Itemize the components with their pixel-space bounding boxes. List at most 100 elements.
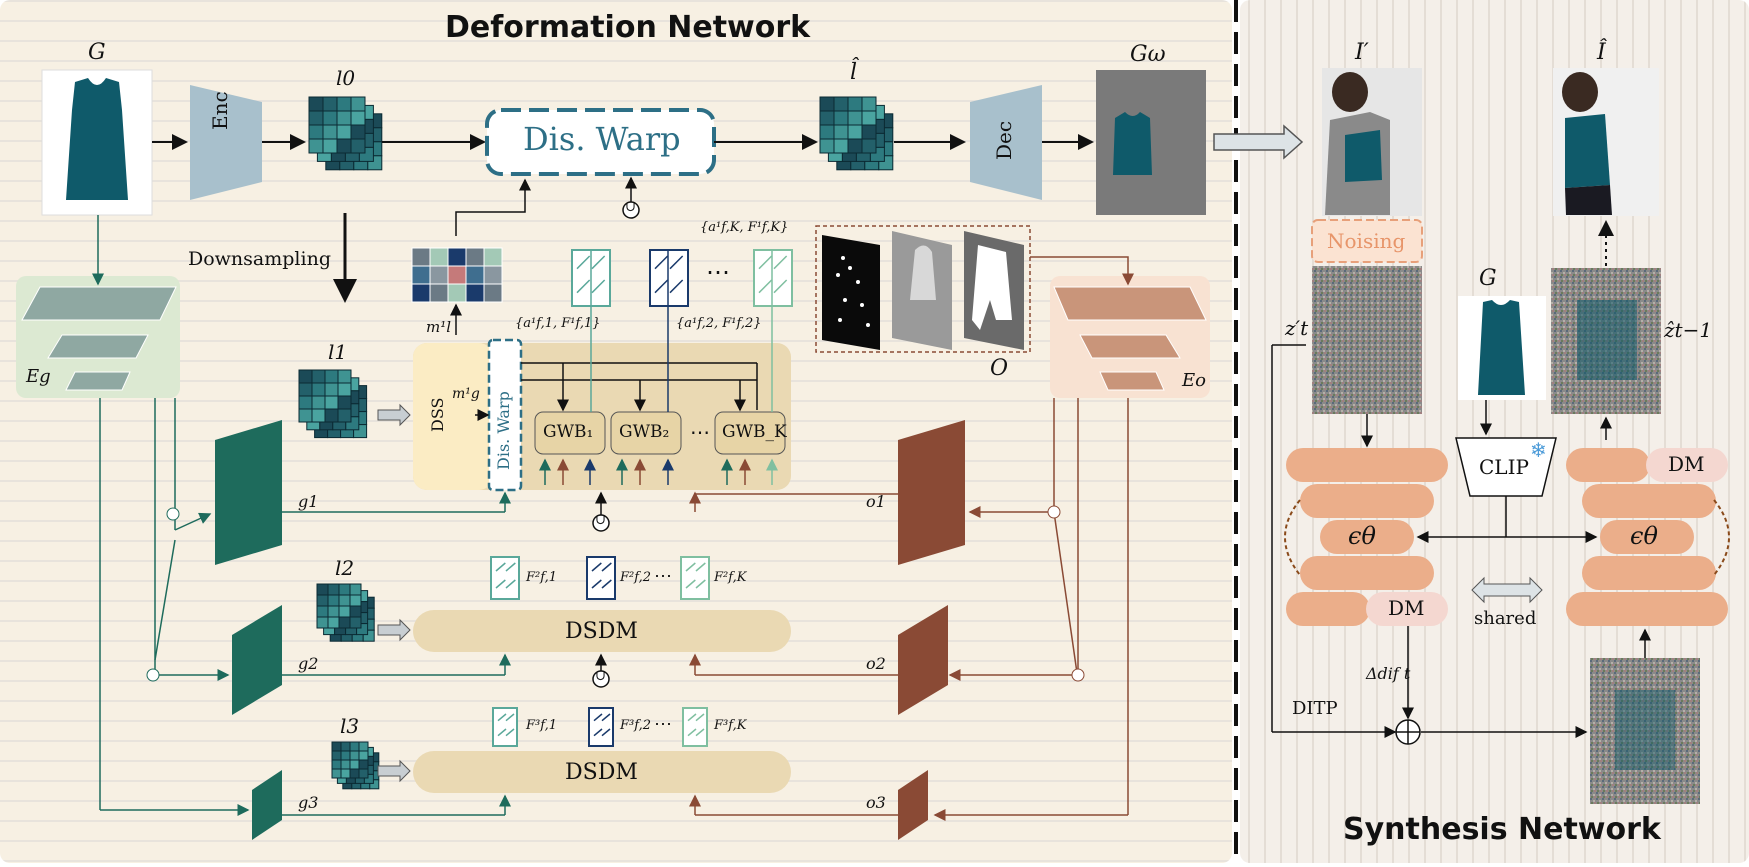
i-prime-label: I′: [1355, 40, 1369, 65]
delta-label: Δdif t: [1366, 664, 1411, 683]
g2-feature-slab: [232, 605, 282, 715]
gwb-block-2: [610, 411, 682, 455]
eps-label-left: ϵθ: [1348, 522, 1376, 550]
gwb-label-2: GWB₂: [619, 422, 670, 442]
mask-grid-ml: [411, 247, 503, 303]
shared-label: shared: [1474, 608, 1537, 629]
l3-label: l3: [340, 714, 360, 738]
unet-left: [1286, 448, 1448, 626]
eo-layer-1: [1053, 286, 1207, 321]
noisy-latent-zt: [1312, 266, 1422, 414]
eo-layer-2: [1079, 334, 1181, 359]
o1-label: o1: [866, 492, 886, 511]
o3-label: o3: [866, 793, 886, 812]
flow2-label-2: F²f,2: [620, 570, 651, 585]
ml-label: m¹l: [426, 318, 452, 336]
l0-label: l0: [336, 66, 356, 90]
lhat-feature-grid: [819, 96, 894, 171]
o1-feature-slab: [898, 420, 965, 565]
eg-layer-1: [21, 286, 177, 321]
set-label-1: {a¹f,1, F¹f,1}: [515, 316, 601, 331]
o3-feature-slab: [898, 770, 928, 840]
dsdm-label-1: DSDM: [565, 619, 638, 644]
downsampling-label: Downsampling: [188, 248, 331, 270]
pose-map: [822, 235, 880, 350]
noising-box: [1311, 219, 1423, 263]
warped-shirt: [1113, 112, 1152, 175]
o-add-node-1: [1047, 505, 1061, 519]
gwb-label-1: GWB₁: [543, 422, 594, 442]
condition-branch-wires: [933, 398, 1129, 821]
deformation-network-title: Deformation Network: [445, 10, 811, 45]
flow3-ellipsis: ⋯: [654, 714, 672, 735]
eg-label: Eg: [26, 366, 51, 387]
l2-label: l2: [335, 556, 355, 580]
g-add-node-1: [166, 507, 180, 521]
eg-layer-2: [47, 334, 149, 359]
union-symbol-low: ∪: [595, 669, 606, 684]
flow2-ellipsis: ⋯: [654, 566, 672, 587]
inner-warp-label: Dis. Warp: [494, 391, 513, 470]
l3-feature-grid: [331, 741, 380, 790]
g1-feature-slab: [215, 420, 282, 565]
gwb-label-k: GWB_K: [722, 422, 787, 442]
g-feature-arrows: [282, 491, 511, 816]
updated-noisy-latent: [1590, 658, 1700, 804]
o2-feature-slab: [898, 605, 948, 715]
dm-label-right: DM: [1668, 452, 1705, 476]
gwb-input-arrows: [539, 458, 778, 485]
dis-warp-label: Dis. Warp: [523, 120, 681, 158]
synthesis-g-label: G: [1479, 266, 1497, 291]
gwb-block-k: [714, 411, 786, 455]
gwb-wiring: [521, 250, 773, 412]
o2-label: o2: [866, 654, 886, 673]
o-label: O: [990, 356, 1009, 381]
clip-encoder: [1455, 437, 1557, 497]
decoder-block: [970, 85, 1042, 200]
noising-label: Noising: [1327, 229, 1406, 253]
garment-shirt: [66, 78, 128, 200]
garment-branch-wires: [99, 398, 250, 816]
l1-arrow: [377, 403, 411, 427]
zt-label: z′t: [1285, 316, 1309, 340]
ditp-path: [1271, 344, 1651, 738]
warped-garment-image: [1096, 70, 1206, 215]
unet-right: [1566, 448, 1728, 626]
l3-arrow: [377, 759, 411, 783]
flow1-ellipsis: ⋯: [706, 258, 730, 286]
pose-keypoints: [836, 256, 870, 327]
flow-boxes-level3: [492, 707, 708, 747]
shared-arrow: [1471, 576, 1543, 604]
union-symbol-top: ∪: [625, 200, 636, 215]
flow2-label-k: F²f,K: [714, 570, 747, 585]
set-label-2: {a¹f,2, F¹f,2}: [676, 316, 762, 331]
dm-badge-right: [1646, 448, 1728, 482]
clip-label: CLIP: [1479, 455, 1529, 479]
hollow-arrow: [1213, 124, 1304, 160]
set-label-k: {a¹f,K, F¹f,K}: [700, 220, 789, 235]
mg-label: m¹g: [452, 386, 480, 402]
clip-condition-arrows: [1416, 496, 1598, 543]
lhat-label: l̂: [850, 60, 858, 85]
encoder-block: [190, 85, 262, 200]
l1-feature-grid: [298, 369, 368, 439]
g2-label: g2: [298, 654, 319, 673]
g-omega-label: Gω: [1130, 42, 1166, 67]
eg-layer-3: [65, 371, 131, 391]
gwb-block-1: [534, 411, 606, 455]
encoder-label: Enc: [208, 91, 232, 130]
flow3-label-k: F³f,K: [714, 718, 747, 733]
l1-label: l1: [328, 340, 348, 364]
l2-arrow: [377, 618, 411, 642]
g-add-node-2: [146, 668, 160, 682]
dsdm-block-2: [413, 751, 791, 793]
dsdm-block-1: [413, 610, 791, 652]
flow-boxes-level2: [490, 556, 710, 600]
flow3-label-1: F³f,1: [526, 718, 557, 733]
flow-boxes-level1: [571, 249, 793, 307]
o-feature-arrows: [689, 491, 898, 816]
dm-label-left: DM: [1388, 596, 1425, 620]
decoder-label: Dec: [992, 120, 1016, 160]
